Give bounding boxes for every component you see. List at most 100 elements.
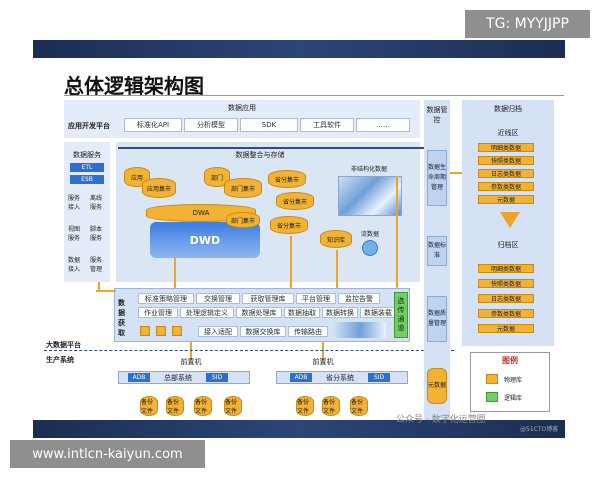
backup-file-7: 备份文件 xyxy=(350,396,368,416)
acq-std-policy: 标准策略管理 xyxy=(138,293,194,304)
unstructured-image xyxy=(338,176,402,216)
app-item-more: …… xyxy=(356,118,410,132)
connector-8 xyxy=(322,342,324,360)
acq-job: 作业管理 xyxy=(138,307,178,318)
title-underline xyxy=(64,95,564,96)
acq-network-image xyxy=(334,322,386,338)
near-zone-label: 近线区 xyxy=(497,129,519,137)
legend-logical-swatch xyxy=(486,392,498,402)
acq-transform: 数据转换 xyxy=(322,307,358,318)
arch-item-param: 参数类数据 xyxy=(478,309,534,318)
acq-monitor: 监控告警 xyxy=(338,293,380,304)
platform-label: 大数据平台 xyxy=(46,341,81,349)
connector-7 xyxy=(190,342,192,360)
etl-tag: ETL xyxy=(70,163,104,172)
footer-bar xyxy=(33,420,565,438)
mart-province-2: 省分集市 xyxy=(276,192,314,210)
legend-physical-label: 物理库 xyxy=(504,377,523,384)
stream-icon xyxy=(362,240,378,256)
app-platform-label: 应用开发平台 xyxy=(68,122,110,130)
feedback-line xyxy=(118,147,426,149)
frontend-1-adb: ADB xyxy=(128,373,150,382)
site-watermark: @51CTO博客 xyxy=(520,426,559,433)
acq-exchange-lib: 数据交换库 xyxy=(240,326,286,337)
arch-item-log: 日志类数据 xyxy=(478,294,534,303)
knowledge-base: 知识库 xyxy=(320,230,352,248)
apps-header: 数据应用 xyxy=(228,104,256,112)
backup-file-5: 备份文件 xyxy=(296,396,314,416)
acq-get-lib: 获取管理库 xyxy=(242,293,294,304)
legend-title: 图例 xyxy=(502,355,518,365)
arch-zone-label: 归档区 xyxy=(497,241,519,249)
acquisition-label: 数据获取 xyxy=(118,299,125,337)
svc-access: 服务接入 xyxy=(68,195,81,211)
mart-province-1: 省分集市 xyxy=(268,170,306,188)
arch-item-snapshot: 快照类数据 xyxy=(478,279,534,288)
control-quality: 数据质量管理 xyxy=(427,296,447,342)
connector-3 xyxy=(290,236,292,288)
control-metadata: 元数据 xyxy=(427,368,447,404)
tg-watermark: TG: MYYJJPP xyxy=(465,10,590,38)
backup-file-4: 备份文件 xyxy=(224,396,242,416)
mart-dept: 部门 xyxy=(204,167,230,187)
connector-6 xyxy=(96,290,116,292)
archive-link xyxy=(450,172,462,174)
frontend-2-adb: ADB xyxy=(290,373,312,382)
archive-header: 数据归档 xyxy=(494,105,522,113)
connector-2 xyxy=(174,258,176,288)
svc-view: 视图服务 xyxy=(68,226,81,242)
platform-divider xyxy=(44,350,454,351)
app-item-api: 标准化API xyxy=(124,118,182,132)
mart-province-3: 省分集市 xyxy=(270,216,308,234)
app-item-tools: 工具软件 xyxy=(300,118,354,132)
mart-dept-market: 部门集市 xyxy=(224,178,262,198)
db-icon-1 xyxy=(140,326,150,336)
production-label: 生产系统 xyxy=(46,356,74,364)
stream-data: 流数据 xyxy=(360,230,379,238)
frontend-2-system: 省分系统 xyxy=(326,373,354,382)
legend-physical-swatch xyxy=(486,374,498,384)
frontend-1-label: 前置机 xyxy=(180,358,202,366)
near-item-log: 日志类数据 xyxy=(478,169,534,178)
arch-item-meta: 元数据 xyxy=(478,324,534,333)
near-item-param: 参数类数据 xyxy=(478,182,534,191)
acq-exchange: 交换管理 xyxy=(196,293,240,304)
connector-1 xyxy=(98,282,100,290)
frontend-2-label: 前置机 xyxy=(312,358,334,366)
esb-tag: ESB xyxy=(70,175,104,184)
integration-title: 数据整合与存储 xyxy=(235,151,285,159)
near-item-detail: 明细类数据 xyxy=(478,143,534,152)
backup-file-1: 备份文件 xyxy=(140,396,158,416)
legend-panel xyxy=(470,352,550,412)
app-item-sdk: SDK xyxy=(240,118,298,132)
archive-arrow xyxy=(500,212,520,228)
acq-load: 数据装载 xyxy=(360,307,396,318)
frontend-1-system: 总部系统 xyxy=(164,373,192,382)
acq-route: 传输路由 xyxy=(288,326,328,337)
relay-channel: 选传通道 xyxy=(394,292,408,338)
mart-dept-2: 部门集市 xyxy=(226,212,260,228)
connector-5 xyxy=(396,176,398,288)
page-title: 总体逻辑架构图 xyxy=(64,74,204,98)
near-item-meta: 元数据 xyxy=(478,195,534,204)
frontend-1-sid: SID xyxy=(206,373,228,382)
acq-extract: 数据抽取 xyxy=(284,307,320,318)
svc-data-access: 数据接入 xyxy=(68,257,81,273)
dwd-store: DWD xyxy=(150,222,260,258)
legend-logical-label: 逻辑库 xyxy=(504,395,523,402)
frontend-2-sid: SID xyxy=(368,373,390,382)
mart-app-market: 应用集市 xyxy=(142,178,176,198)
backup-file-6: 备份文件 xyxy=(322,396,340,416)
acq-adapter: 接入适配 xyxy=(198,326,238,337)
connector-4 xyxy=(336,250,338,288)
svc-script: 脚本服务 xyxy=(90,226,103,242)
arch-item-detail: 明细类数据 xyxy=(478,264,534,273)
url-watermark: www.intlcn-kaiyun.com xyxy=(10,440,205,468)
svc-offline: 离线服务 xyxy=(90,195,103,211)
svc-manage: 服务管理 xyxy=(90,257,103,273)
services-title: 数据服务 xyxy=(73,151,101,159)
app-item-model: 分析模型 xyxy=(184,118,238,132)
db-icon-2 xyxy=(156,326,166,336)
wechat-watermark: 公众号 · 数字化运营圈 xyxy=(396,415,486,425)
backup-file-3: 备份文件 xyxy=(194,396,212,416)
